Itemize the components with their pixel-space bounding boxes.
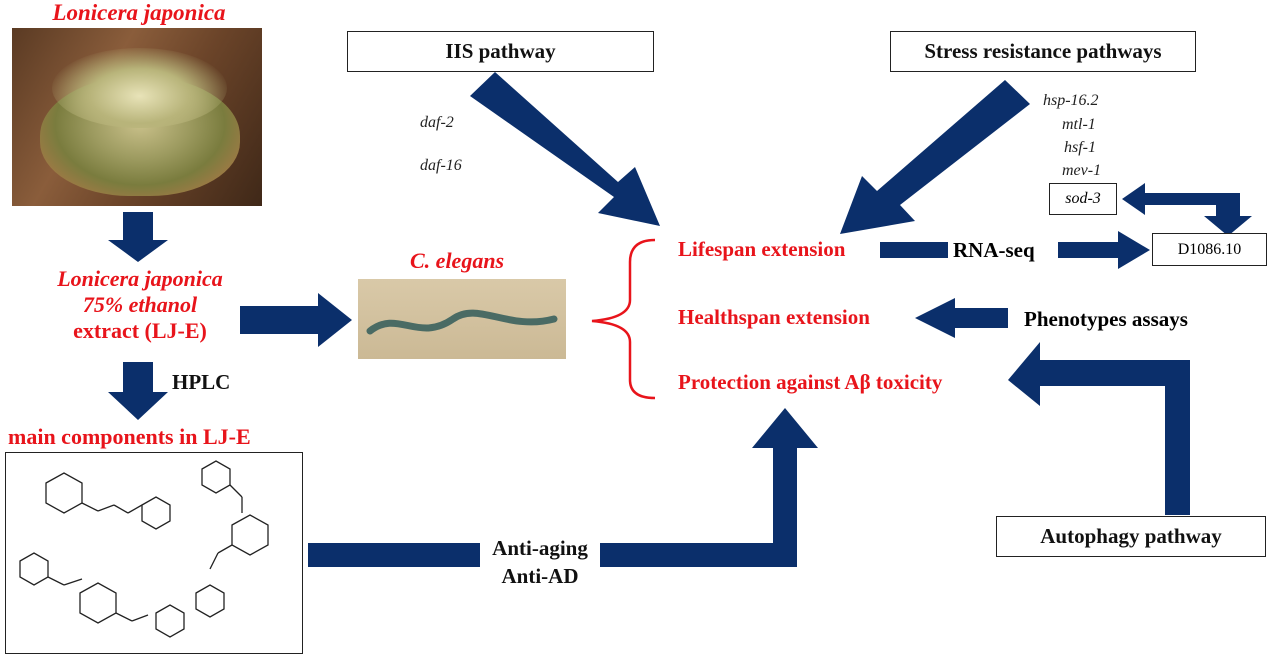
gene-mev-1: mev-1	[1062, 162, 1102, 179]
stress-pathway-title: Stress resistance pathways	[924, 39, 1162, 63]
photo-flowers	[52, 48, 227, 128]
plant-photo	[12, 28, 262, 206]
elegans-photo	[358, 279, 566, 359]
molecule-drawings	[19, 460, 269, 638]
organism-name: C. elegans	[410, 248, 505, 273]
target-gene-box: D1086.10	[1152, 233, 1267, 266]
target-gene: D1086.10	[1177, 240, 1242, 258]
worm-drawing	[366, 309, 558, 335]
arrow-iis-to-lifespan	[470, 72, 660, 226]
stress-pathway-box: Stress resistance pathways	[890, 31, 1196, 72]
arrow-components-to-protection	[308, 543, 480, 567]
gene-daf-16: daf-16	[420, 157, 462, 174]
arrow-phenotypes-to-healthspan	[915, 298, 1008, 338]
arrow-autophagy-to-protection	[1008, 342, 1190, 515]
arrow-plant-to-extract	[108, 212, 168, 262]
arrow-target-to-sod3	[1122, 183, 1252, 236]
phenotypes-label: Phenotypes assays	[1024, 307, 1188, 331]
extract-line3: extract (LJ-E)	[73, 318, 207, 343]
extract-label: Lonicera japonica 75% ethanol extract (L…	[20, 266, 260, 344]
rnaseq-label: RNA-seq	[953, 238, 1035, 262]
components-title: main components in LJ-E	[8, 424, 251, 449]
hplc-label: HPLC	[172, 370, 231, 394]
arrow-effects-to-protection	[600, 408, 818, 567]
sod3-box: sod-3	[1049, 183, 1117, 215]
outcome-healthspan: Healthspan extension	[678, 305, 870, 329]
outcome-protection: Protection against Aβ toxicity	[678, 370, 943, 394]
outcome-brace	[591, 238, 656, 400]
arrow-extract-to-components	[108, 362, 168, 420]
gene-hsp-16-2: hsp-16.2	[1043, 92, 1099, 109]
iis-pathway-box: IIS pathway	[347, 31, 654, 72]
effects-label: Anti-aging Anti-AD	[478, 534, 602, 590]
gene-hsf-1: hsf-1	[1064, 139, 1096, 156]
effect-anti-aging: Anti-aging	[492, 536, 588, 560]
extract-line1: Lonicera japonica	[57, 266, 223, 291]
gene-daf-2: daf-2	[420, 114, 454, 131]
arrow-stress-to-lifespan	[840, 80, 1030, 234]
effect-anti-ad: Anti-AD	[501, 564, 579, 588]
gene-sod-3: sod-3	[1065, 190, 1101, 207]
arrow-extract-to-elegans	[240, 293, 352, 347]
iis-pathway-title: IIS pathway	[445, 39, 556, 63]
autophagy-pathway-box: Autophagy pathway	[996, 516, 1266, 557]
gene-mtl-1: mtl-1	[1062, 116, 1096, 133]
arrow-lifespan-rnaseq-shaft	[880, 242, 948, 258]
arrow-rnaseq-to-target	[1058, 231, 1150, 269]
chemical-structures	[5, 452, 303, 654]
autophagy-pathway-title: Autophagy pathway	[1040, 524, 1222, 548]
outcome-lifespan: Lifespan extension	[678, 237, 846, 261]
extract-line2: 75% ethanol	[82, 292, 198, 317]
plant-name: Lonicera japonica	[52, 0, 226, 25]
